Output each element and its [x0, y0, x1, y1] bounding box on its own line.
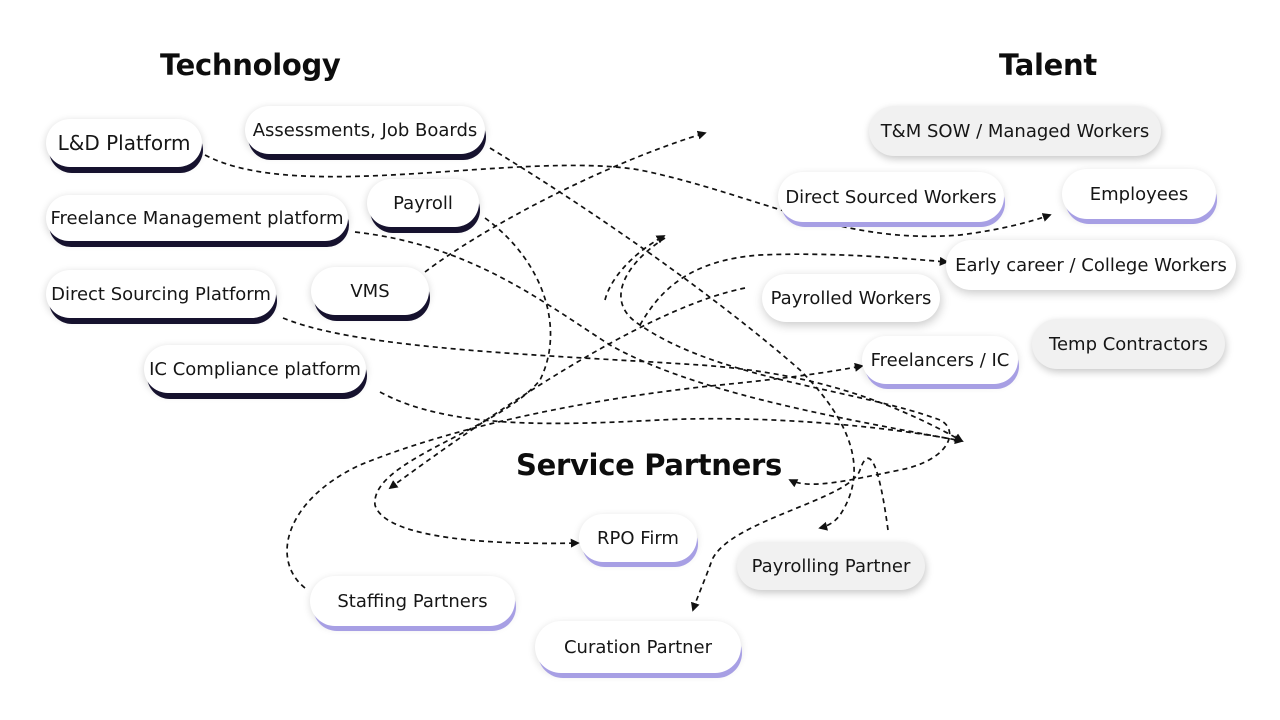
direct-sourcing-platform-pill: Direct Sourcing Platform: [46, 270, 276, 318]
arrow-fm-to-triangle: [354, 231, 964, 445]
rpo-firm-pill: RPO Firm: [579, 514, 697, 562]
arrow-loop-to-early-career: [639, 253, 949, 326]
temp-contractors-pill: Temp Contractors: [1032, 319, 1225, 369]
direct-sourced-workers-pill: Direct Sourced Workers: [778, 172, 1004, 222]
arrow-payrolled-to-staffing: [388, 287, 746, 490]
ic-compliance-platform-pill: IC Compliance platform: [144, 345, 366, 393]
staffing-partners-pill: Staffing Partners: [310, 576, 515, 626]
technology-heading: Technology: [160, 48, 341, 82]
talent-heading: Talent: [999, 48, 1097, 82]
arrow-early-career: [620, 237, 951, 488]
arrow-payroll-up: [604, 235, 666, 301]
ld-platform-pill: L&D Platform: [46, 119, 202, 167]
payrolled-workers-pill: Payrolled Workers: [762, 274, 940, 322]
curation-partner-pill: Curation Partner: [535, 621, 741, 673]
vms-pill: VMS: [311, 267, 429, 315]
service-partners-heading: Service Partners: [516, 448, 782, 482]
freelancers-ic-pill: Freelancers / IC: [862, 336, 1018, 384]
payrolling-partner-pill: Payrolling Partner: [737, 542, 925, 590]
arrow-dsp-to-triangle: [282, 317, 964, 442]
arrow-payrolling-to-curation: [691, 457, 889, 612]
arrow-payroll-to-rpo: [374, 217, 580, 548]
arrow-staffing-to-freelancers: [286, 362, 864, 589]
payroll-pill: Payroll: [367, 179, 479, 227]
employees-pill: Employees: [1062, 169, 1216, 219]
freelance-management-platform-pill: Freelance Management platform: [46, 195, 348, 241]
early-career-college-workers-pill: Early career / College Workers: [946, 240, 1236, 290]
arrow-vms-to-talent: [424, 130, 707, 273]
tm-sow-managed-workers-pill: T&M SOW / Managed Workers: [869, 106, 1161, 156]
arrow-ld-to-employees: [204, 154, 1052, 238]
assessments-job-boards-pill: Assessments, Job Boards: [245, 106, 485, 154]
arrow-ic-to-triangle: [379, 391, 963, 442]
